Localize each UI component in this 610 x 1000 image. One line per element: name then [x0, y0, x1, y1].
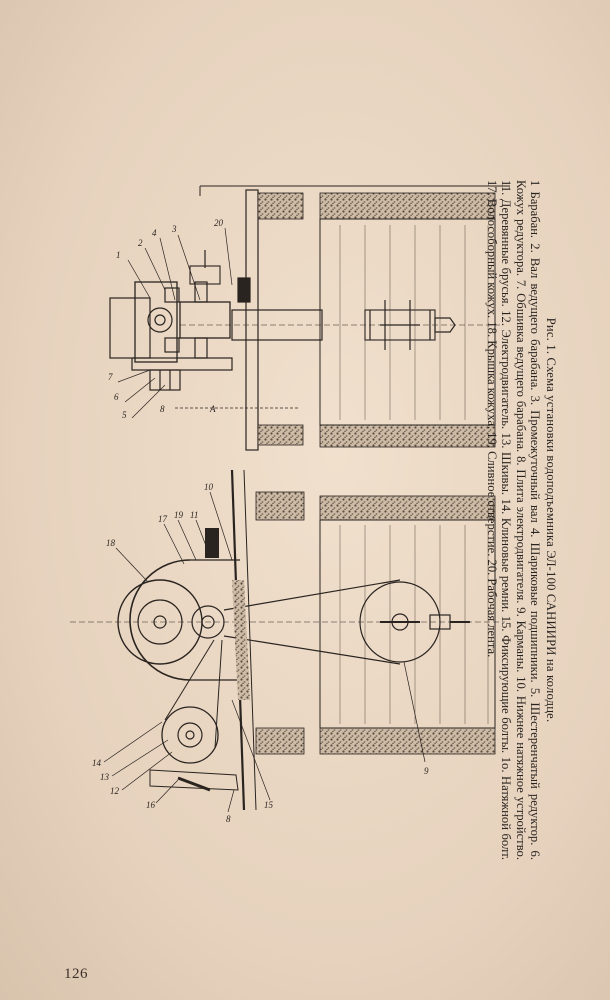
label: A — [209, 404, 216, 414]
caption-title: Рис. 1. Схема установки водоподъемника Э… — [544, 317, 558, 723]
drawing-top-view — [109, 185, 510, 451]
side-view-labels: 18 17 19 11 10 14 13 12 16 15 8 9 — [92, 482, 429, 824]
label: 8 — [160, 404, 165, 414]
label: 19 — [174, 510, 184, 520]
caption-legend: 1 Барабан. 2. Вал ведущего барабана. 3. … — [484, 180, 543, 860]
figure-caption: Рис. 1. Схема установки водоподъемника Э… — [484, 180, 558, 860]
drawing-side-view — [70, 469, 505, 813]
label: 9 — [424, 766, 429, 776]
label: 15 — [264, 800, 274, 810]
top-view-labels: 1 2 4 3 20 7 6 5 8 A — [108, 218, 224, 420]
label: 10 — [204, 482, 214, 492]
label: 16 — [146, 800, 156, 810]
label: 3 — [171, 224, 177, 234]
label: 1 — [116, 250, 121, 260]
label: 13 — [100, 772, 110, 782]
label: 17 — [158, 514, 168, 524]
page-number: 126 — [64, 966, 88, 982]
label: 5 — [122, 410, 127, 420]
label: 18 — [106, 538, 116, 548]
label: 12 — [110, 786, 120, 796]
label: 6 — [114, 392, 119, 402]
label: 14 — [92, 758, 102, 768]
label: 2 — [138, 238, 143, 248]
label: 4 — [152, 228, 157, 238]
label: 7 — [108, 372, 113, 382]
label: 11 — [190, 510, 198, 520]
label: 8 — [226, 814, 231, 824]
label: 20 — [214, 218, 224, 228]
